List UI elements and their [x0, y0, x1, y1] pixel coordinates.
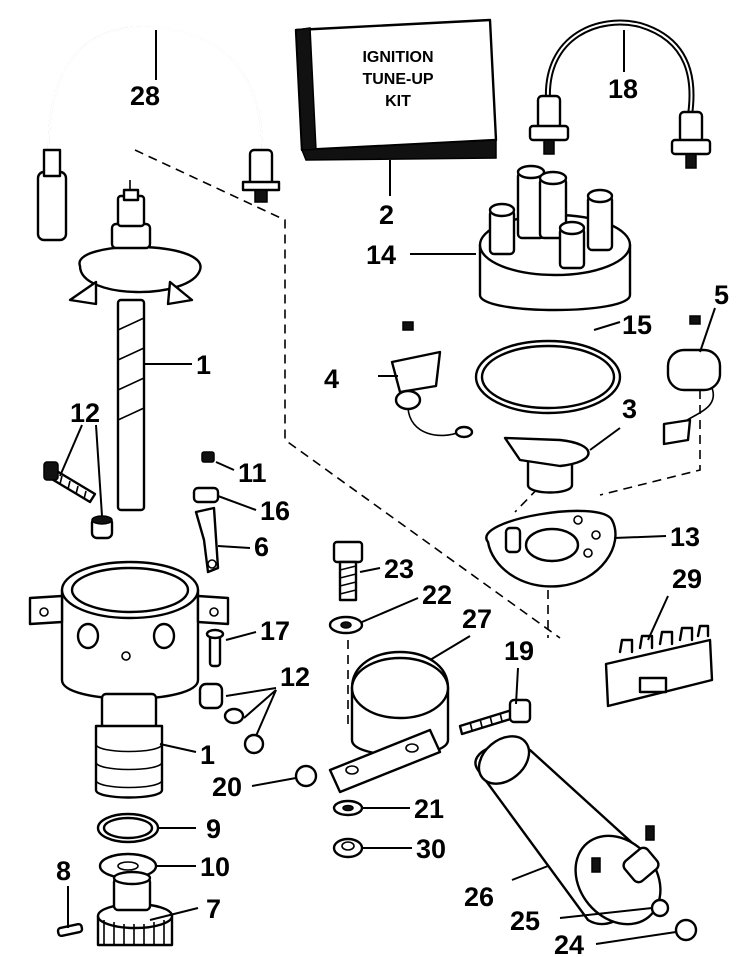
callout-1-bottom: 1: [200, 740, 215, 770]
spark-plug-wire-left: [36, 26, 281, 242]
callout-numbers: 28 2 18 14 15 5 4 3 1 12 11 16 6 13 23 2…: [56, 74, 729, 957]
callout-25: 25: [510, 906, 540, 936]
callout-24: 24: [554, 930, 584, 957]
callout-28: 28: [130, 81, 160, 111]
callout-3: 3: [622, 394, 637, 424]
callout-19: 19: [504, 636, 534, 666]
condenser: [662, 315, 722, 446]
distributor-cap: [478, 164, 632, 312]
callout-5: 5: [714, 280, 729, 310]
distributor-housing: [28, 560, 230, 799]
callout-14: 14: [366, 240, 396, 270]
callout-6: 6: [254, 532, 269, 562]
callout-30: 30: [416, 834, 446, 864]
callout-20: 20: [212, 772, 242, 802]
callout-23: 23: [384, 554, 414, 584]
small-nuts-right: [650, 898, 698, 942]
callout-27: 27: [462, 604, 492, 634]
screw-and-bushing-top: [43, 461, 114, 540]
coil-bracket: [328, 650, 450, 794]
callout-26: 26: [464, 882, 494, 912]
lower-shaft-parts: [56, 812, 174, 947]
bolt-and-washer: [328, 540, 364, 635]
leader-lines: [59, 30, 716, 945]
kit-box-line-3: KIT: [385, 93, 411, 110]
callout-8: 8: [56, 856, 71, 886]
kit-box-line-1: IGNITION: [362, 49, 433, 66]
callout-12-bottom: 12: [280, 662, 310, 692]
callout-9: 9: [206, 814, 221, 844]
distributor-shaft: [68, 188, 202, 512]
contact-points: [390, 321, 474, 439]
callout-17: 17: [260, 616, 290, 646]
terminal-block: [604, 624, 714, 708]
pin-and-bushings: [198, 628, 265, 755]
callout-16: 16: [260, 496, 290, 526]
callout-12-top: 12: [70, 398, 100, 428]
callout-1-top: 1: [196, 350, 211, 380]
callout-2: 2: [379, 200, 394, 230]
callout-10: 10: [200, 852, 230, 882]
callout-22: 22: [422, 580, 452, 610]
breaker-plate: [485, 509, 617, 588]
assembly-dashed-lines: [129, 149, 701, 730]
tune-up-kit-box: IGNITION TUNE-UP KIT: [294, 18, 498, 161]
kit-box-line-2: TUNE-UP: [362, 71, 433, 88]
callout-21: 21: [414, 794, 444, 824]
cap-gasket: [474, 339, 622, 415]
callout-11: 11: [238, 458, 267, 488]
callout-18: 18: [608, 74, 638, 104]
callout-7: 7: [206, 894, 221, 924]
spark-plug-wire-right: [528, 19, 712, 169]
ignition-coil: [474, 735, 662, 926]
long-screw: [458, 698, 532, 736]
callout-13: 13: [670, 522, 700, 552]
rotor: [503, 436, 590, 494]
callout-15: 15: [622, 310, 652, 340]
callout-4: 4: [324, 364, 339, 394]
callout-29: 29: [672, 564, 702, 594]
small-parts-cluster: [192, 451, 220, 574]
nuts-and-washers-center: [294, 764, 364, 859]
